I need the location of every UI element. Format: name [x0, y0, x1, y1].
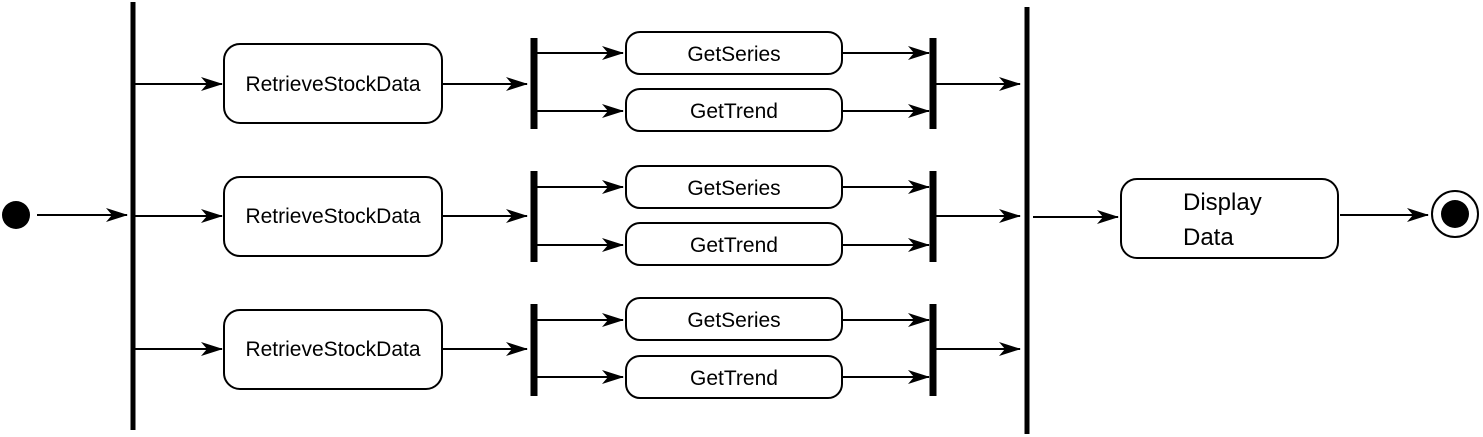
get-series-label: GetSeries: [687, 43, 780, 66]
get-series-activity[interactable]: GetSeries: [625, 297, 843, 341]
get-trend-activity[interactable]: GetTrend: [625, 88, 843, 132]
get-series-activity[interactable]: GetSeries: [625, 31, 843, 75]
get-trend-activity[interactable]: GetTrend: [625, 355, 843, 399]
final-node: [1431, 190, 1479, 238]
get-series-label: GetSeries: [687, 309, 780, 332]
branch-2: RetrieveStockData GetSeries GetTrend: [135, 165, 1021, 266]
retrieve-stock-data-label: RetrieveStockData: [245, 73, 420, 96]
get-series-activity[interactable]: GetSeries: [625, 165, 843, 209]
initial-node: [2, 201, 30, 229]
display-data-label-line1: Display: [1183, 189, 1262, 216]
get-trend-label: GetTrend: [690, 367, 778, 390]
display-data-label-line2: Data: [1183, 224, 1234, 251]
retrieve-stock-data-activity[interactable]: RetrieveStockData: [223, 43, 443, 124]
branch-1: RetrieveStockData GetSeries GetTrend: [135, 31, 1021, 132]
retrieve-stock-data-activity[interactable]: RetrieveStockData: [223, 176, 443, 257]
get-trend-label: GetTrend: [690, 100, 778, 123]
display-data-activity[interactable]: Display Data: [1120, 178, 1339, 259]
get-series-label: GetSeries: [687, 177, 780, 200]
get-trend-label: GetTrend: [690, 234, 778, 257]
branch-3: RetrieveStockData GetSeries GetTrend: [135, 297, 1021, 399]
retrieve-stock-data-label: RetrieveStockData: [245, 205, 420, 228]
retrieve-stock-data-activity[interactable]: RetrieveStockData: [223, 309, 443, 390]
retrieve-stock-data-label: RetrieveStockData: [245, 338, 420, 361]
get-trend-activity[interactable]: GetTrend: [625, 222, 843, 266]
